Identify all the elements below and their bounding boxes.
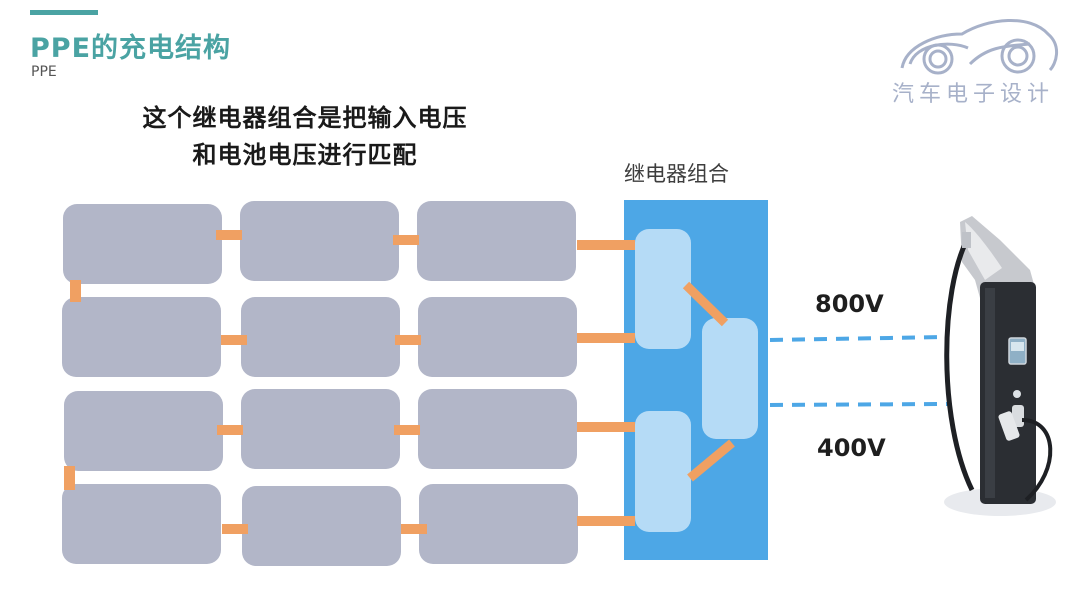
logo-text: 汽车电子设计 — [892, 82, 1055, 107]
battery-module — [242, 486, 401, 566]
battery-module — [240, 201, 399, 281]
car-outline-logo-icon — [900, 19, 1058, 75]
battery-module — [418, 389, 577, 469]
accent-bar — [30, 10, 98, 15]
connector — [577, 516, 635, 526]
battery-module — [64, 391, 223, 471]
relay-link — [687, 439, 735, 482]
page-subtitle: PPE — [31, 64, 57, 80]
relay-switches — [635, 229, 758, 532]
battery-pack — [62, 201, 578, 566]
battery-module — [241, 389, 400, 469]
connector — [394, 425, 420, 435]
battery-module — [63, 204, 222, 284]
connector — [577, 422, 635, 432]
voltage-label-800v: 800V — [815, 290, 884, 318]
connector — [221, 335, 247, 345]
page-title: PPE的充电结构 — [30, 33, 232, 64]
connector — [70, 280, 81, 302]
headline-line-1: 这个继电器组合是把输入电压 — [142, 104, 468, 132]
relay-combination-label: 继电器组合 — [624, 162, 729, 186]
output-line-400v — [769, 402, 949, 407]
connector — [217, 425, 243, 435]
connectors — [64, 230, 635, 534]
battery-module — [62, 297, 221, 377]
relay-links — [682, 281, 735, 482]
battery-module — [241, 297, 400, 377]
relay-switch — [702, 318, 758, 439]
connector — [393, 235, 419, 245]
connector — [395, 335, 421, 345]
relay-switch — [635, 229, 691, 349]
output-lines — [769, 335, 949, 407]
battery-module — [419, 484, 578, 564]
ev-charger-icon — [944, 216, 1056, 516]
connector — [222, 524, 248, 534]
voltage-label-400v: 400V — [817, 434, 886, 462]
relay-link — [682, 281, 729, 327]
relay-switch — [635, 411, 691, 532]
headline-line-2: 和电池电压进行匹配 — [192, 141, 418, 169]
battery-module — [62, 484, 221, 564]
battery-module — [417, 201, 576, 281]
connector — [577, 240, 635, 250]
connector — [577, 333, 635, 343]
connector — [216, 230, 242, 240]
battery-module — [418, 297, 577, 377]
output-line-800v — [769, 335, 949, 342]
headline: 这个继电器组合是把输入电压 和电池电压进行匹配 — [90, 100, 520, 174]
connector — [64, 466, 75, 490]
connector — [401, 524, 427, 534]
